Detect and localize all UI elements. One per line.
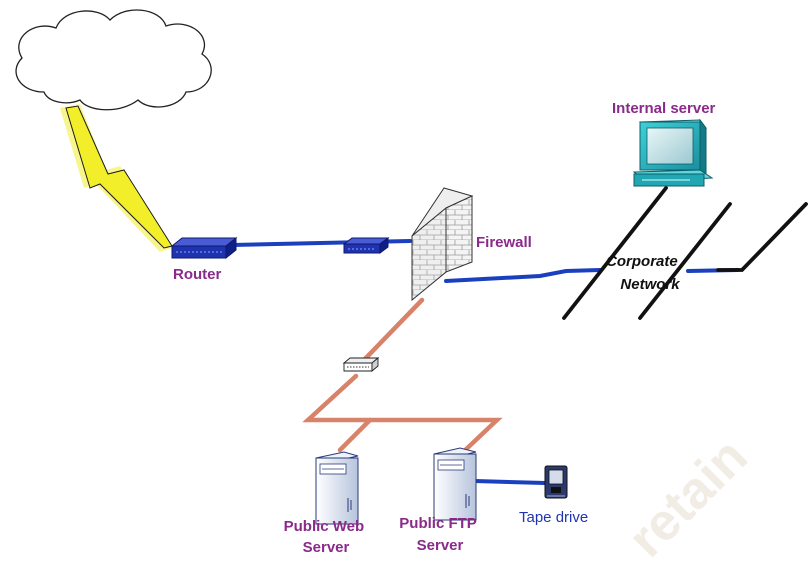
firewall-label: Firewall xyxy=(476,234,532,251)
router-label: Router xyxy=(173,266,221,283)
server-icon[interactable] xyxy=(315,451,359,525)
firewall-icon[interactable] xyxy=(411,187,474,302)
cloud-icon xyxy=(15,9,212,111)
server-icon[interactable] xyxy=(433,447,477,521)
router-icon[interactable] xyxy=(170,236,238,260)
switch-icon[interactable] xyxy=(342,357,380,372)
corporate-network-lines xyxy=(562,186,808,320)
public-ftp-server-label: Public FTP Server xyxy=(399,515,480,554)
corporate-network-label: Corporate Network xyxy=(606,253,682,293)
lightning-bolt-icon xyxy=(60,104,173,252)
network-links-copper xyxy=(302,297,503,458)
public-web-server-label-line1: Public Web xyxy=(284,518,365,535)
hub-icon[interactable] xyxy=(342,237,390,254)
public-web-server-label-line2: Server xyxy=(303,539,350,556)
watermark-text: retain xyxy=(617,427,758,568)
public-web-server-label: Public Web Server xyxy=(284,518,369,556)
public-ftp-server-label-line2: Server xyxy=(417,537,464,554)
corporate-network-label-line1: Corporate xyxy=(606,253,678,270)
tape-drive-icon[interactable] xyxy=(544,465,568,499)
internal-server-label: Internal server xyxy=(612,100,716,117)
corporate-network-label-line2: Network xyxy=(620,276,680,293)
public-ftp-server-label-line1: Public FTP xyxy=(399,515,477,532)
desktop-computer-icon[interactable] xyxy=(632,118,714,187)
tape-drive-label: Tape drive xyxy=(519,509,588,526)
